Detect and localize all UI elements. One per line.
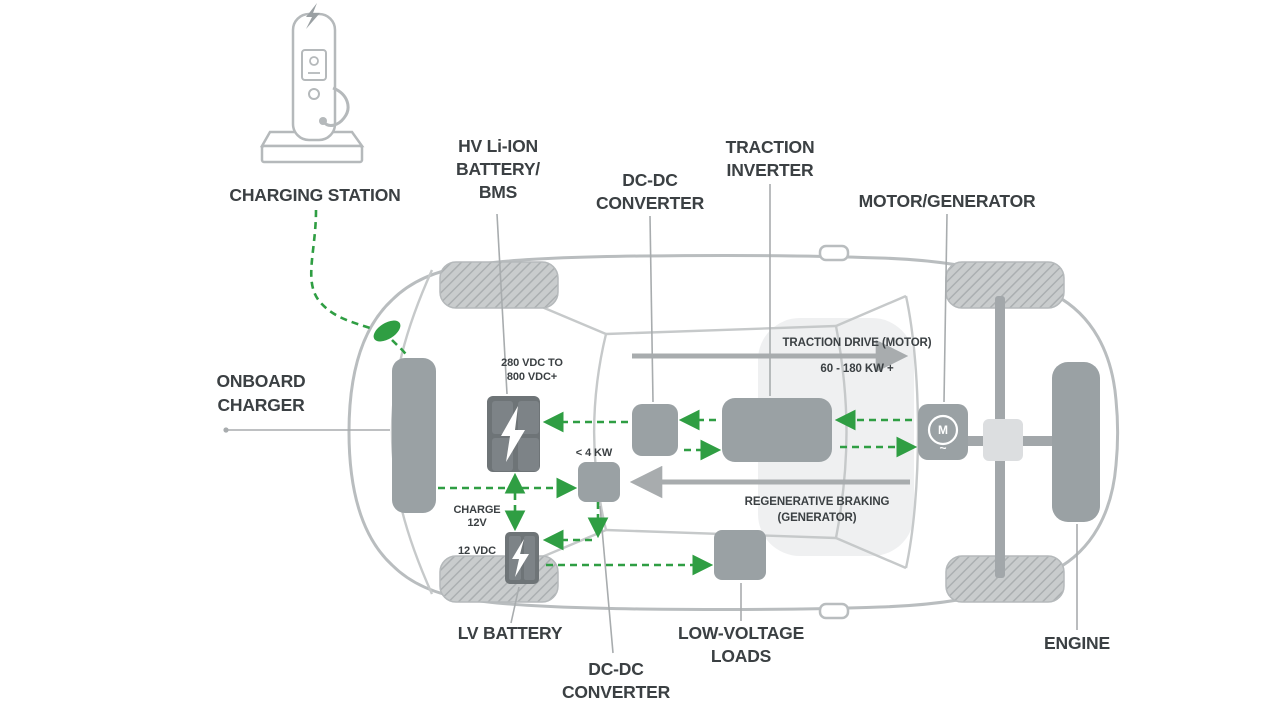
dcdc-converter-top-block [632, 404, 678, 456]
label-hv-battery: HV Li-ION [458, 136, 538, 156]
wheel-front-left [439, 261, 559, 309]
annotation-hv-voltage: 800 VDC+ [507, 371, 557, 383]
flow-port-to-charger [391, 339, 409, 357]
annotations: 280 VDC TO 800 VDC+ < 4 KW CHARGE 12V 12… [453, 337, 931, 557]
drivetrain [964, 296, 1056, 578]
label-dcdc-top: CONVERTER [596, 193, 705, 213]
annotation-hv-voltage: 280 VDC TO [501, 357, 563, 369]
annotation-charge-12v: 12V [467, 517, 487, 529]
label-motor-generator: MOTOR/GENERATOR [859, 191, 1036, 211]
flow-station-cable [309, 209, 371, 330]
label-onboard-charger: ONBOARD [216, 371, 305, 391]
pointer-lines [223, 184, 1078, 654]
transmission-block [983, 419, 1023, 461]
cabin-interior-shading [758, 318, 914, 556]
pointer-dcdc-top [649, 215, 654, 403]
label-low-voltage-loads: LOW-VOLTAGE [678, 623, 804, 643]
pointer-lv-battery [510, 586, 520, 624]
charging-cable-hose [322, 86, 350, 127]
hv-battery-cell [518, 401, 539, 434]
motor-symbol: M [938, 423, 948, 437]
side-mirror-bottom [818, 602, 850, 620]
roof-edge-top [605, 324, 837, 336]
charge-port [373, 320, 401, 342]
lightning-bolt-icon [501, 406, 525, 462]
rear-window-base [904, 295, 920, 569]
motor-icon: M ~ [927, 414, 959, 455]
onboard-charger-block [392, 358, 436, 513]
low-voltage-loads-block [714, 530, 766, 580]
traction-inverter-block [722, 398, 832, 462]
label-traction-inverter: INVERTER [727, 160, 814, 180]
labels: CHARGING STATION HV Li-ION BATTERY/ BMS … [216, 136, 1110, 702]
label-dcdc-bottom: CONVERTER [562, 682, 671, 702]
label-onboard-charger: CHARGER [217, 395, 305, 415]
hv-battery-block [487, 396, 540, 472]
label-lv-battery: LV BATTERY [458, 623, 563, 643]
lv-battery-block [505, 532, 539, 584]
label-traction-inverter: TRACTION [726, 137, 815, 157]
c-pillar-top [835, 294, 907, 328]
annotation-charge-12v: CHARGE [453, 504, 500, 516]
hv-battery-cell [518, 438, 539, 471]
label-hv-battery: BMS [479, 182, 517, 202]
lightning-bolt-icon [306, 3, 320, 29]
charging-station-base-front [260, 144, 364, 164]
charging-plug [319, 117, 327, 125]
engine-block [1052, 362, 1100, 522]
dcdc-converter-mid-block [578, 462, 620, 502]
side-mirror-top [818, 244, 850, 262]
charging-socket [308, 88, 320, 100]
lv-battery-cell [524, 536, 535, 580]
label-hv-battery: BATTERY/ [456, 159, 540, 179]
c-pillar-bottom [835, 536, 907, 570]
label-engine: ENGINE [1044, 633, 1110, 653]
annotation-traction-power: 60 - 180 KW + [820, 363, 894, 375]
pointer-motor-generator [943, 213, 948, 403]
annotation-traction-drive: TRACTION DRIVE (MOTOR) [783, 337, 932, 349]
annotation-dcdc-power: < 4 KW [576, 447, 613, 459]
power-flow-lines [309, 209, 918, 576]
windshield-base [592, 333, 608, 531]
motor-generator-block [918, 404, 968, 460]
lightning-bolt-icon [512, 539, 529, 577]
label-charging-station: CHARGING STATION [229, 185, 400, 205]
motor-circle [927, 414, 959, 446]
annotation-lv-voltage: 12 VDC [458, 545, 496, 557]
rear-roof-curve [834, 325, 848, 539]
annotation-regen: REGENERATIVE BRAKING [745, 496, 890, 508]
annotation-regen: (GENERATOR) [778, 512, 857, 524]
screen-dial-icon [309, 56, 319, 66]
pointer-dot [223, 427, 229, 433]
hv-battery-cell [492, 438, 513, 471]
wheel-front-right [439, 555, 559, 603]
motor-wave: ~ [939, 441, 946, 455]
label-dcdc-top: DC-DC [622, 170, 678, 190]
charging-station-illustration [259, 3, 365, 164]
label-low-voltage-loads: LOADS [711, 646, 771, 666]
label-dcdc-bottom: DC-DC [588, 659, 644, 679]
pointer-hv-battery [496, 213, 508, 395]
